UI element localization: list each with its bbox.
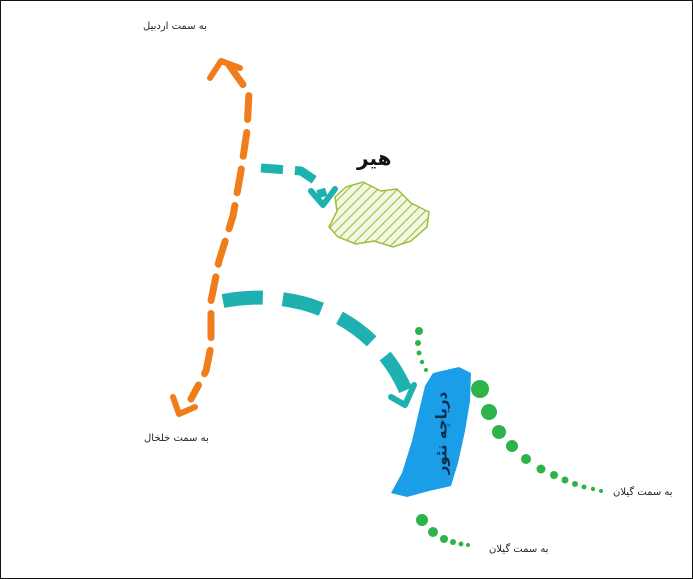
village-hir-area — [328, 181, 430, 248]
lake-name-label: دریاچه نئور — [432, 391, 450, 475]
direction-ardabil-label: به سمت اردبیل — [143, 21, 207, 32]
lake-name-box: دریاچه نئور — [421, 373, 461, 493]
arrow-head-north-icon — [207, 58, 243, 81]
green-route-top-dots — [415, 327, 428, 372]
arrow-head-hir-icon — [308, 186, 338, 208]
direction-gilan-east-label: به سمت گیلان — [613, 487, 673, 498]
access-route-lake-line — [221, 290, 413, 394]
arrow-head-lake-icon — [388, 382, 417, 408]
green-route-east-dots — [471, 380, 603, 493]
direction-gilan-south-label: به سمت گیلان — [489, 544, 549, 555]
direction-khalkhal-label: به سمت خلخال — [144, 433, 209, 444]
access-route-hir-line — [260, 163, 328, 199]
lake-neor-shape — [391, 367, 471, 497]
village-name-label: هیر — [357, 146, 392, 170]
green-route-south-dots — [416, 514, 470, 547]
arrow-head-southwest-icon — [170, 394, 198, 417]
main-road-line — [187, 61, 253, 403]
